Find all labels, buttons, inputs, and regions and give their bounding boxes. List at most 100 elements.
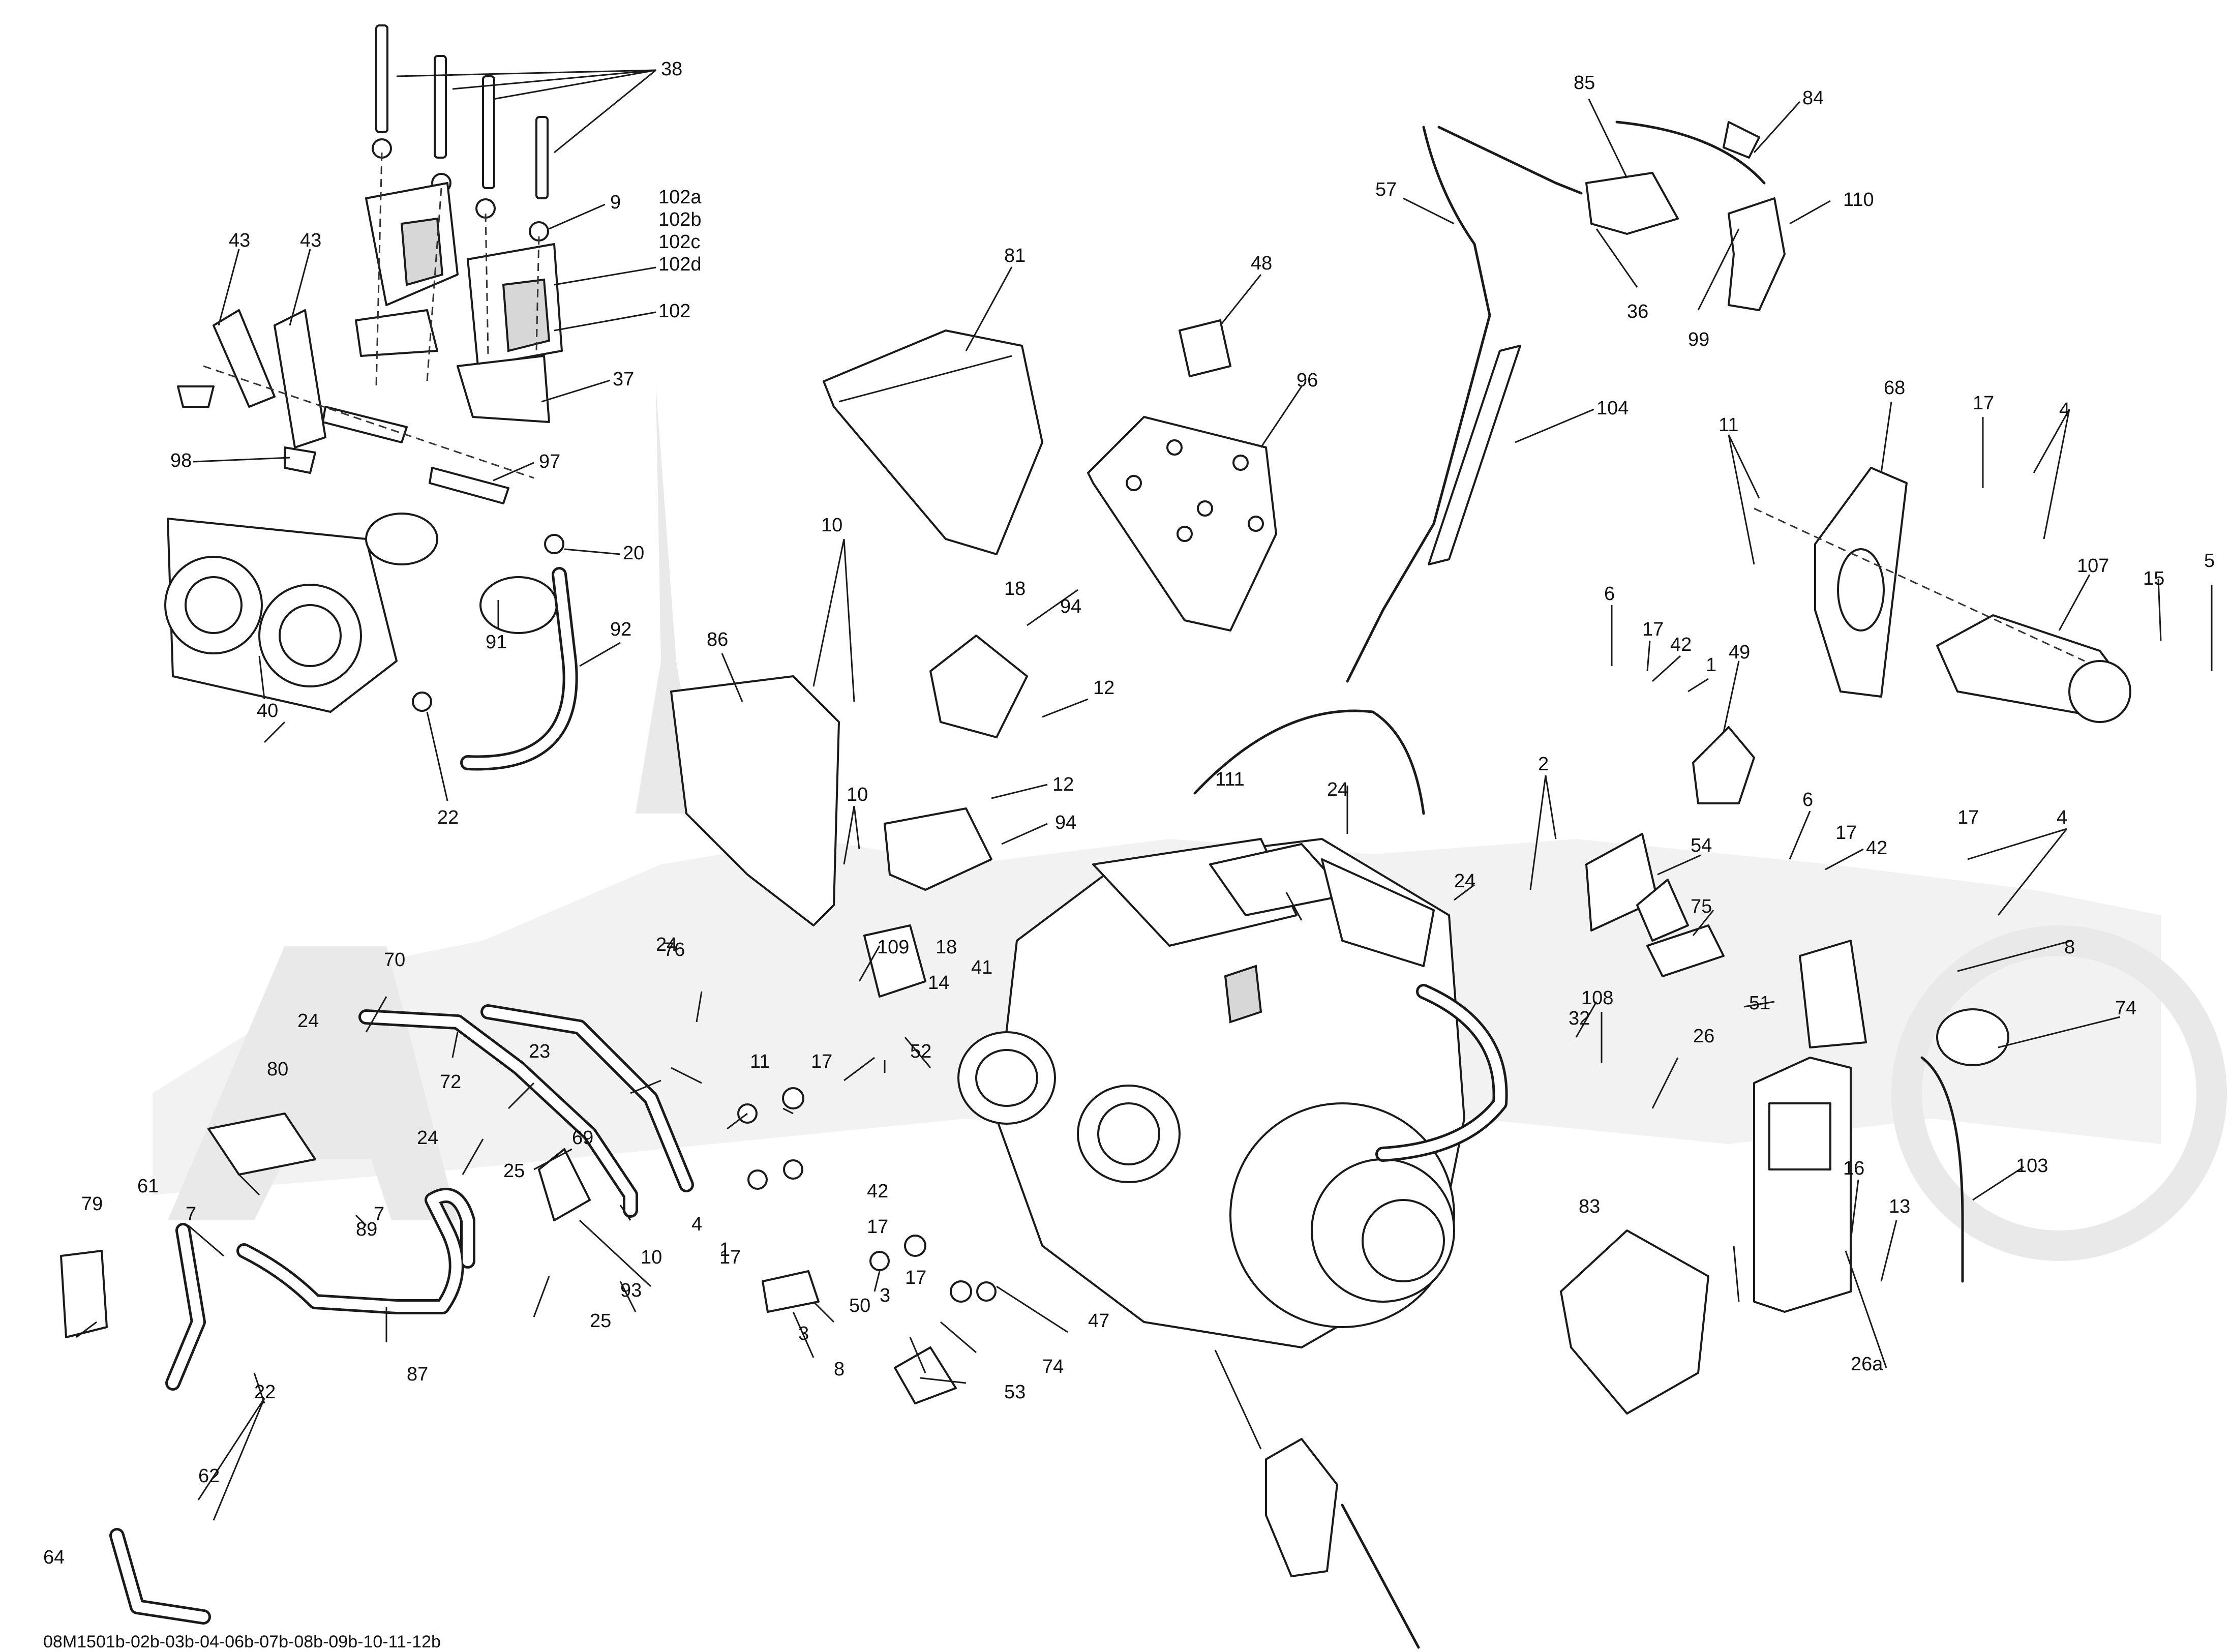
callout-label: 22 — [437, 807, 459, 828]
starter-107 — [1754, 507, 2131, 723]
callout-label: 68 — [1884, 377, 1905, 399]
callout-label: 102b — [658, 209, 702, 230]
callout-label: 76 — [664, 939, 685, 960]
callout-label: 104 — [1596, 398, 1629, 419]
callout-label: 4 — [2059, 399, 2070, 420]
callout-label: 57 — [1375, 179, 1397, 200]
callout-label: 15 — [2143, 568, 2164, 589]
callout-label: 79 — [81, 1193, 103, 1215]
ignition-coil-group — [355, 24, 563, 423]
callout-label: 70 — [384, 949, 405, 971]
callout-label: 13 — [1889, 1196, 1910, 1217]
callout-label: 3 — [798, 1323, 809, 1344]
callout-label: 89 — [356, 1219, 377, 1240]
shield-96 — [1087, 416, 1277, 632]
callout-label: 24 — [417, 1127, 438, 1149]
callout-label: 17 — [1957, 807, 1979, 828]
callout-label: 54 — [1691, 835, 1712, 856]
sensor-85 — [1585, 121, 1766, 235]
coil-94-lower — [884, 807, 992, 891]
bushing-48 — [1179, 319, 1231, 377]
callout-label: 43 — [229, 230, 250, 251]
callout-label: 24 — [1454, 870, 1475, 892]
callout-label: 17 — [1642, 619, 1664, 640]
callout-label: 14 — [928, 972, 949, 994]
callout-label: 48 — [1251, 253, 1272, 274]
callout-label: 1 — [719, 1239, 730, 1260]
callout-label: 108 — [1581, 987, 1613, 1009]
callout-label: 24 — [297, 1010, 319, 1032]
callout-label: 103 — [2016, 1155, 2048, 1177]
callout-label: 69 — [572, 1127, 593, 1149]
callout-label: 10 — [821, 515, 842, 536]
callout-label: 7 — [374, 1204, 384, 1225]
dipstick-tube — [1346, 126, 1583, 683]
callout-label: 102a — [658, 187, 702, 208]
callout-label: 36 — [1627, 301, 1648, 322]
callout-label: 102d — [658, 254, 702, 275]
callout-label: 26a — [1851, 1354, 1883, 1375]
callout-labels: 38 9 102a 102b 102c 102d 102 37 43 43 98… — [43, 58, 2215, 1651]
callout-label: 38 — [661, 58, 682, 80]
callout-label: 17 — [1835, 822, 1857, 844]
callout-label: 12 — [1093, 677, 1114, 699]
callout-label: 7 — [186, 1204, 196, 1225]
callout-label: 37 — [613, 369, 634, 390]
callout-label: 9 — [610, 192, 621, 213]
callout-label: 18 — [1004, 578, 1026, 599]
callout-label: 41 — [971, 957, 992, 978]
callout-label: 97 — [539, 451, 560, 472]
callout-label: 25 — [503, 1160, 525, 1182]
callout-label: 10 — [847, 784, 868, 805]
callout-label: 1 — [1706, 654, 1716, 676]
callout-label: 50 — [849, 1295, 870, 1316]
callout-label: 96 — [1297, 370, 1318, 391]
diagram-code: 08M1501b-02b-03b-04-06b-07b-08b-09b-10-1… — [43, 1632, 441, 1651]
callout-label: 24 — [1454, 870, 1475, 892]
callout-label: 92 — [610, 619, 631, 640]
callout-label: 8 — [834, 1359, 845, 1380]
center-fasteners — [737, 924, 997, 1404]
callout-label: 17 — [719, 1247, 741, 1268]
callout-label: 91 — [486, 632, 507, 653]
callout-label: 99 — [1688, 329, 1709, 350]
callout-label: 47 — [1088, 1310, 1109, 1332]
engine-assembly — [957, 709, 1508, 1348]
spark-plug-group — [177, 309, 534, 504]
callout-label: 4 — [2057, 807, 2067, 828]
callout-label: 61 — [137, 1176, 159, 1197]
callout-label: 52 — [910, 1041, 931, 1062]
callout-label: 12 — [1052, 774, 1074, 795]
callout-label: 111 — [1215, 769, 1245, 790]
callout-label: 25 — [590, 1310, 611, 1332]
callout-label: 102 — [658, 301, 690, 322]
callout-label: 6 — [1802, 789, 1813, 810]
callout-label: 102c — [658, 231, 700, 253]
callout-label: 87 — [407, 1364, 428, 1385]
callout-label: 3 — [880, 1285, 890, 1306]
callout-label: 49 — [1729, 642, 1750, 663]
callout-label: 42 — [1866, 837, 1887, 859]
dipstick-47 — [1265, 1438, 1420, 1649]
callout-label: 84 — [1802, 87, 1824, 109]
callout-label: 18 — [936, 937, 957, 958]
callout-label: 5 — [2204, 550, 2215, 572]
callout-label: 17 — [811, 1051, 832, 1072]
callout-label: 51 — [1749, 993, 1770, 1014]
callout-label: 23 — [529, 1041, 550, 1062]
callout-label: 6 — [1604, 583, 1615, 605]
callout-label: 74 — [2115, 998, 2136, 1019]
callout-label: 81 — [1004, 245, 1026, 266]
bracket-99 — [1723, 121, 1786, 311]
callout-label: 11 — [750, 1051, 770, 1072]
callout-label: 43 — [300, 230, 321, 251]
callout-label: 2 — [1538, 754, 1549, 775]
callout-label: 83 — [1579, 1196, 1600, 1217]
callout-label: 17 — [905, 1267, 926, 1288]
callout-label: 16 — [1843, 1158, 1864, 1179]
callout-label: 64 — [43, 1547, 65, 1568]
callout-label: 4 — [691, 1214, 702, 1235]
callout-label: 94 — [1055, 812, 1076, 833]
callout-label: 80 — [267, 1059, 288, 1080]
callout-label: 42 — [1670, 634, 1692, 655]
